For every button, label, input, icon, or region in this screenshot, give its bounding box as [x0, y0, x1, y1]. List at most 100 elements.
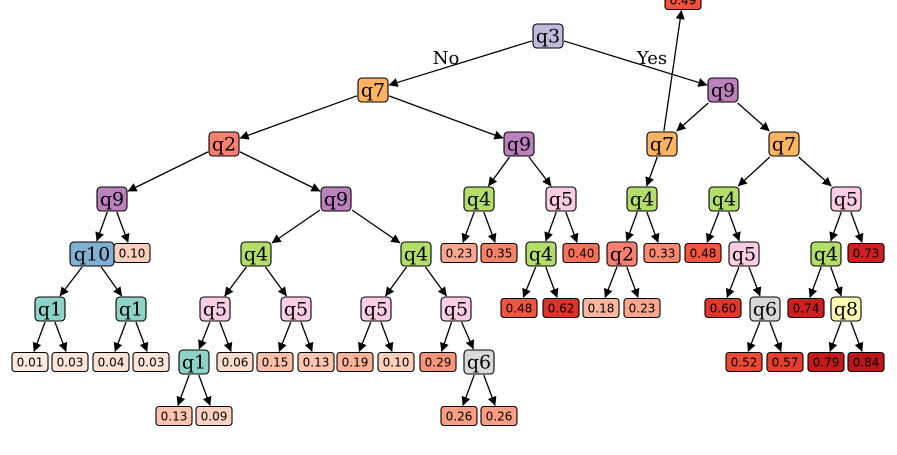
- leaf-value-label: 0.52: [731, 355, 758, 369]
- question-node-q4: q4: [400, 241, 432, 267]
- leaf-value-label: 0.13: [303, 355, 330, 369]
- question-box: [96, 186, 128, 212]
- question-node-q2: q2: [208, 131, 240, 157]
- leaf-box: [664, 0, 702, 11]
- question-label: q4: [529, 244, 553, 266]
- leaf-value-label: 0.48: [506, 301, 533, 315]
- leaf-node: 0.26: [440, 405, 478, 427]
- question-box: [34, 296, 66, 322]
- yes-edge-arrow: [769, 321, 783, 352]
- leaf-value-label: 0.79: [813, 355, 840, 369]
- leaf-node: 0.19: [336, 351, 374, 373]
- leaf-node: 0.52: [725, 351, 763, 373]
- question-label: q4: [630, 189, 654, 211]
- leaf-value-label: 0.23: [446, 246, 473, 260]
- leaf-value-label: 0.33: [649, 246, 676, 260]
- yes-edge-arrow: [737, 102, 770, 132]
- leaf-box: [643, 242, 681, 264]
- edges-layer: [32, 10, 864, 406]
- question-label: q9: [324, 189, 348, 211]
- leaf-box: [725, 351, 763, 373]
- leaf-value-label: 0.23: [629, 301, 656, 315]
- question-box: [503, 131, 535, 157]
- question-box: [830, 186, 862, 212]
- yes-edge-arrow: [135, 321, 149, 352]
- question-label: q5: [732, 244, 756, 266]
- leaf-box: [216, 351, 254, 373]
- question-box: [532, 23, 564, 49]
- question-box: [199, 296, 231, 322]
- question-label: q2: [610, 244, 634, 266]
- question-label: q1: [182, 352, 206, 374]
- question-box: [280, 296, 312, 322]
- leaf-node: 0.84: [847, 351, 885, 373]
- no-edge-arrow: [676, 102, 709, 132]
- question-node-q3: q3: [532, 23, 564, 49]
- leaf-node: 0.15: [256, 351, 294, 373]
- question-box: [208, 131, 240, 157]
- yes-edge-arrow: [100, 266, 123, 297]
- leaf-value-label: 0.40: [568, 246, 595, 260]
- leaf-box: [766, 351, 804, 373]
- leaf-value-label: 0.01: [17, 355, 44, 369]
- question-node-q9: q9: [503, 131, 535, 157]
- no-edge-arrow: [461, 374, 475, 406]
- yes-edge-arrow: [798, 156, 832, 187]
- leaf-value-label: 0.35: [486, 246, 513, 260]
- leaf-node: 0.73: [847, 242, 885, 264]
- yes-edge-arrow: [850, 321, 864, 352]
- question-box: [768, 131, 800, 157]
- question-label: q10: [74, 244, 110, 266]
- question-label: q2: [212, 134, 236, 156]
- question-box: [708, 186, 740, 212]
- no-edge-arrow: [828, 321, 842, 352]
- question-node-q5: q5: [830, 186, 862, 212]
- no-edge-arrow: [747, 321, 761, 352]
- leaf-value-label: 0.57: [772, 355, 799, 369]
- no-edge-arrow: [487, 156, 511, 187]
- no-edge-arrow: [224, 266, 247, 297]
- no-edge-arrow: [808, 266, 822, 298]
- question-box: [626, 186, 658, 212]
- question-node-q1: q1: [115, 296, 147, 322]
- question-box: [646, 131, 678, 157]
- question-box: [830, 296, 862, 322]
- question-label: q5: [203, 299, 227, 321]
- leaf-box: [480, 242, 518, 264]
- question-node-q1: q1: [34, 296, 66, 322]
- leaf-node: 0.57: [766, 351, 804, 373]
- yes-edge-arrow: [626, 266, 640, 298]
- leaf-node: 0.35: [480, 242, 518, 264]
- question-node-q10: q10: [69, 241, 115, 267]
- no-edge-arrow: [645, 156, 658, 187]
- leaf-value-label: 0.48: [690, 246, 717, 260]
- yes-edge-arrow: [850, 211, 864, 243]
- question-box: [115, 296, 147, 322]
- question-node-q4: q4: [525, 241, 557, 267]
- question-node-q1: q1: [178, 349, 210, 375]
- yes-edge-arrow: [646, 211, 660, 243]
- question-box: [810, 241, 842, 267]
- question-node-q5: q5: [728, 241, 760, 267]
- no-edge-arrow: [737, 156, 771, 187]
- no-edge-arrow: [59, 266, 83, 297]
- leaf-node: 0.10: [377, 351, 415, 373]
- leaf-value-label: 0.26: [446, 409, 473, 423]
- yes-edge-arrow: [239, 151, 321, 192]
- leaf-box: [847, 242, 885, 264]
- leaf-box: [377, 351, 415, 373]
- no-edge-arrow: [95, 211, 108, 242]
- leaf-box: [787, 297, 825, 319]
- no-edge-arrow: [544, 211, 557, 242]
- yes-edge-arrow: [528, 156, 552, 187]
- leaf-value-label: 0.74: [793, 301, 820, 315]
- question-label: q7: [361, 80, 385, 102]
- question-node-q5: q5: [280, 296, 312, 322]
- leaf-box: [582, 297, 620, 319]
- leaf-node: 0.60: [704, 297, 742, 319]
- leaf-box: [440, 242, 478, 264]
- question-box: [707, 77, 739, 103]
- no-edge-arrow: [440, 321, 453, 352]
